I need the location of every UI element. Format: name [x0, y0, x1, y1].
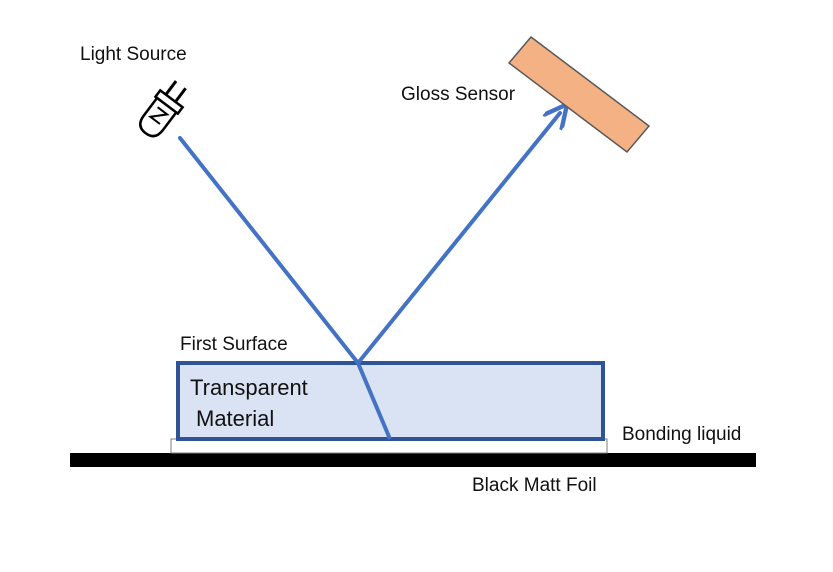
light-bulb-plug-icon — [139, 80, 187, 138]
reflected-light-beam — [356, 113, 560, 365]
refracted-light-beam — [356, 362, 392, 440]
material-label-line2: Material — [196, 406, 275, 431]
bonding-liquid-label: Bonding liquid — [622, 424, 742, 445]
gloss-sensor-label: Gloss Sensor — [401, 84, 516, 105]
bonding-liquid-layer — [170, 438, 608, 454]
black-matt-foil-label: Black Matt Foil — [472, 475, 597, 496]
sensor-plate-icon — [507, 35, 651, 154]
first-surface-label: First Surface — [180, 334, 288, 355]
light-source-label: Light Source — [80, 44, 187, 65]
incident-light-beam — [178, 136, 360, 365]
material-label-line1: Transparent — [190, 375, 308, 400]
black-matt-foil — [70, 453, 756, 467]
transparent-material-block — [176, 361, 605, 441]
